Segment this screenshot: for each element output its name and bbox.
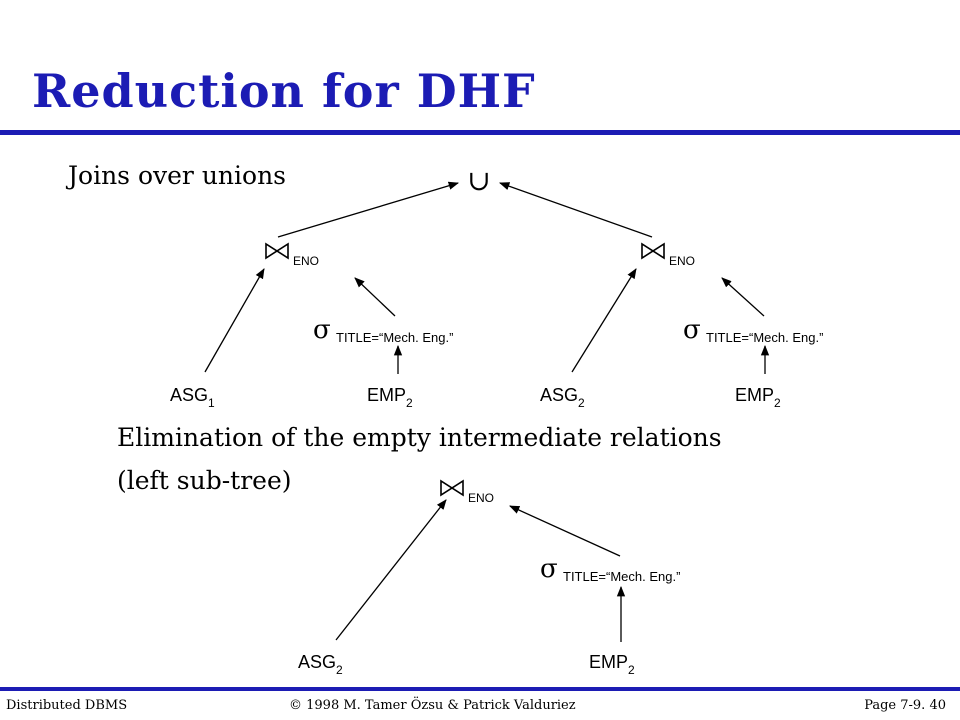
footer-right: Page 7-9. 40: [864, 698, 946, 713]
footer-center: © 1998 M. Tamer Özsu & Patrick Valduriez: [289, 698, 576, 713]
sigma: σ: [540, 554, 558, 584]
footer-left: Distributed DBMS: [6, 698, 128, 713]
join-right-icon: [641, 242, 665, 260]
leaf-asg1: ASG1: [170, 385, 215, 410]
leaf-asg2: ASG2: [298, 652, 343, 677]
edge-joinleft-to-union: [277, 181, 459, 238]
title-underline: [0, 130, 960, 135]
bullet-elimination-line2: (left sub-tree): [117, 466, 292, 495]
edge-asg2-to-joinright: [571, 268, 637, 373]
bullet-joins-over-unions: Joins over unions: [68, 161, 286, 190]
edge-sigmaright-to-joinright: [721, 277, 765, 317]
bullet-elimination-line1: Elimination of the empty intermediate re…: [117, 423, 722, 452]
tree1-edges: [204, 181, 770, 374]
slide-title: Reduction for DHF: [32, 64, 536, 118]
footer-rule: [0, 687, 960, 691]
leaf-emp2-right: EMP2: [735, 385, 781, 410]
sigma-left-predicate: TITLE=“Mech. Eng.”: [336, 330, 453, 345]
tree2-edges: [335, 499, 626, 642]
join-subscript: ENO: [468, 491, 494, 505]
sigma-right: σ: [683, 315, 701, 345]
edge-asg-to-join: [335, 499, 447, 641]
join-icon: [440, 479, 464, 497]
tree1: ∪ ENO ENO σ TITLE=“Mech. Eng.” σ TITLE=“…: [170, 164, 823, 410]
union-operator: ∪: [467, 164, 490, 197]
edge-joinright-to-union: [499, 182, 653, 238]
edge-sigma-to-join: [509, 505, 621, 557]
leaf-asg2: ASG2: [540, 385, 585, 410]
sigma-right-predicate: TITLE=“Mech. Eng.”: [706, 330, 823, 345]
leaf-emp2-left: EMP2: [367, 385, 413, 410]
tree2: ENO σ TITLE=“Mech. Eng.” ASG2 EMP2: [298, 479, 680, 677]
edge-sigmaleft-to-joinleft: [354, 277, 396, 317]
edge-asg1-to-joinleft: [204, 268, 265, 373]
sigma-left: σ: [313, 315, 331, 345]
join-left-icon: [265, 242, 289, 260]
join-right-subscript: ENO: [669, 254, 695, 268]
leaf-emp2: EMP2: [589, 652, 635, 677]
sigma-predicate: TITLE=“Mech. Eng.”: [563, 569, 680, 584]
join-left-subscript: ENO: [293, 254, 319, 268]
